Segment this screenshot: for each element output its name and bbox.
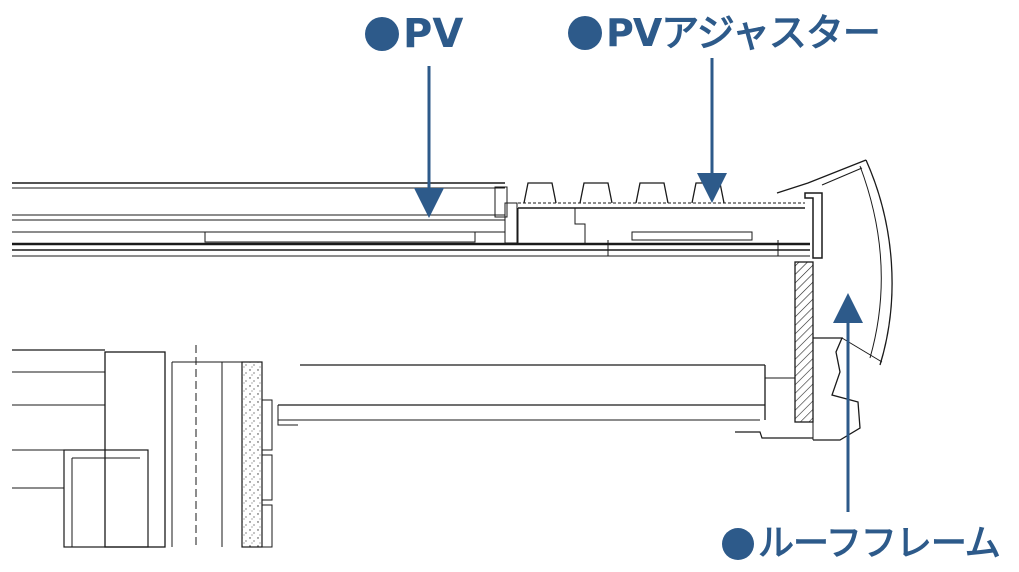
- pv-adjuster-label: PVアジャスター: [568, 11, 881, 55]
- pv-adjuster-label-text: PVアジャスター: [606, 11, 881, 55]
- roof-frame-label-text: ルーフフレーム: [758, 523, 1001, 564]
- pv-label-text: PV: [403, 11, 464, 57]
- pv-label: PV: [365, 14, 463, 54]
- bullet-icon: [568, 16, 602, 50]
- pv-panel: [12, 182, 810, 257]
- pv-adjuster: [517, 182, 805, 256]
- bullet-icon: [722, 528, 754, 560]
- bullet-icon: [365, 17, 399, 51]
- lower-structure: [12, 345, 766, 548]
- roof-frame-label: ルーフフレーム: [722, 523, 1001, 564]
- roof-frame: [735, 159, 893, 441]
